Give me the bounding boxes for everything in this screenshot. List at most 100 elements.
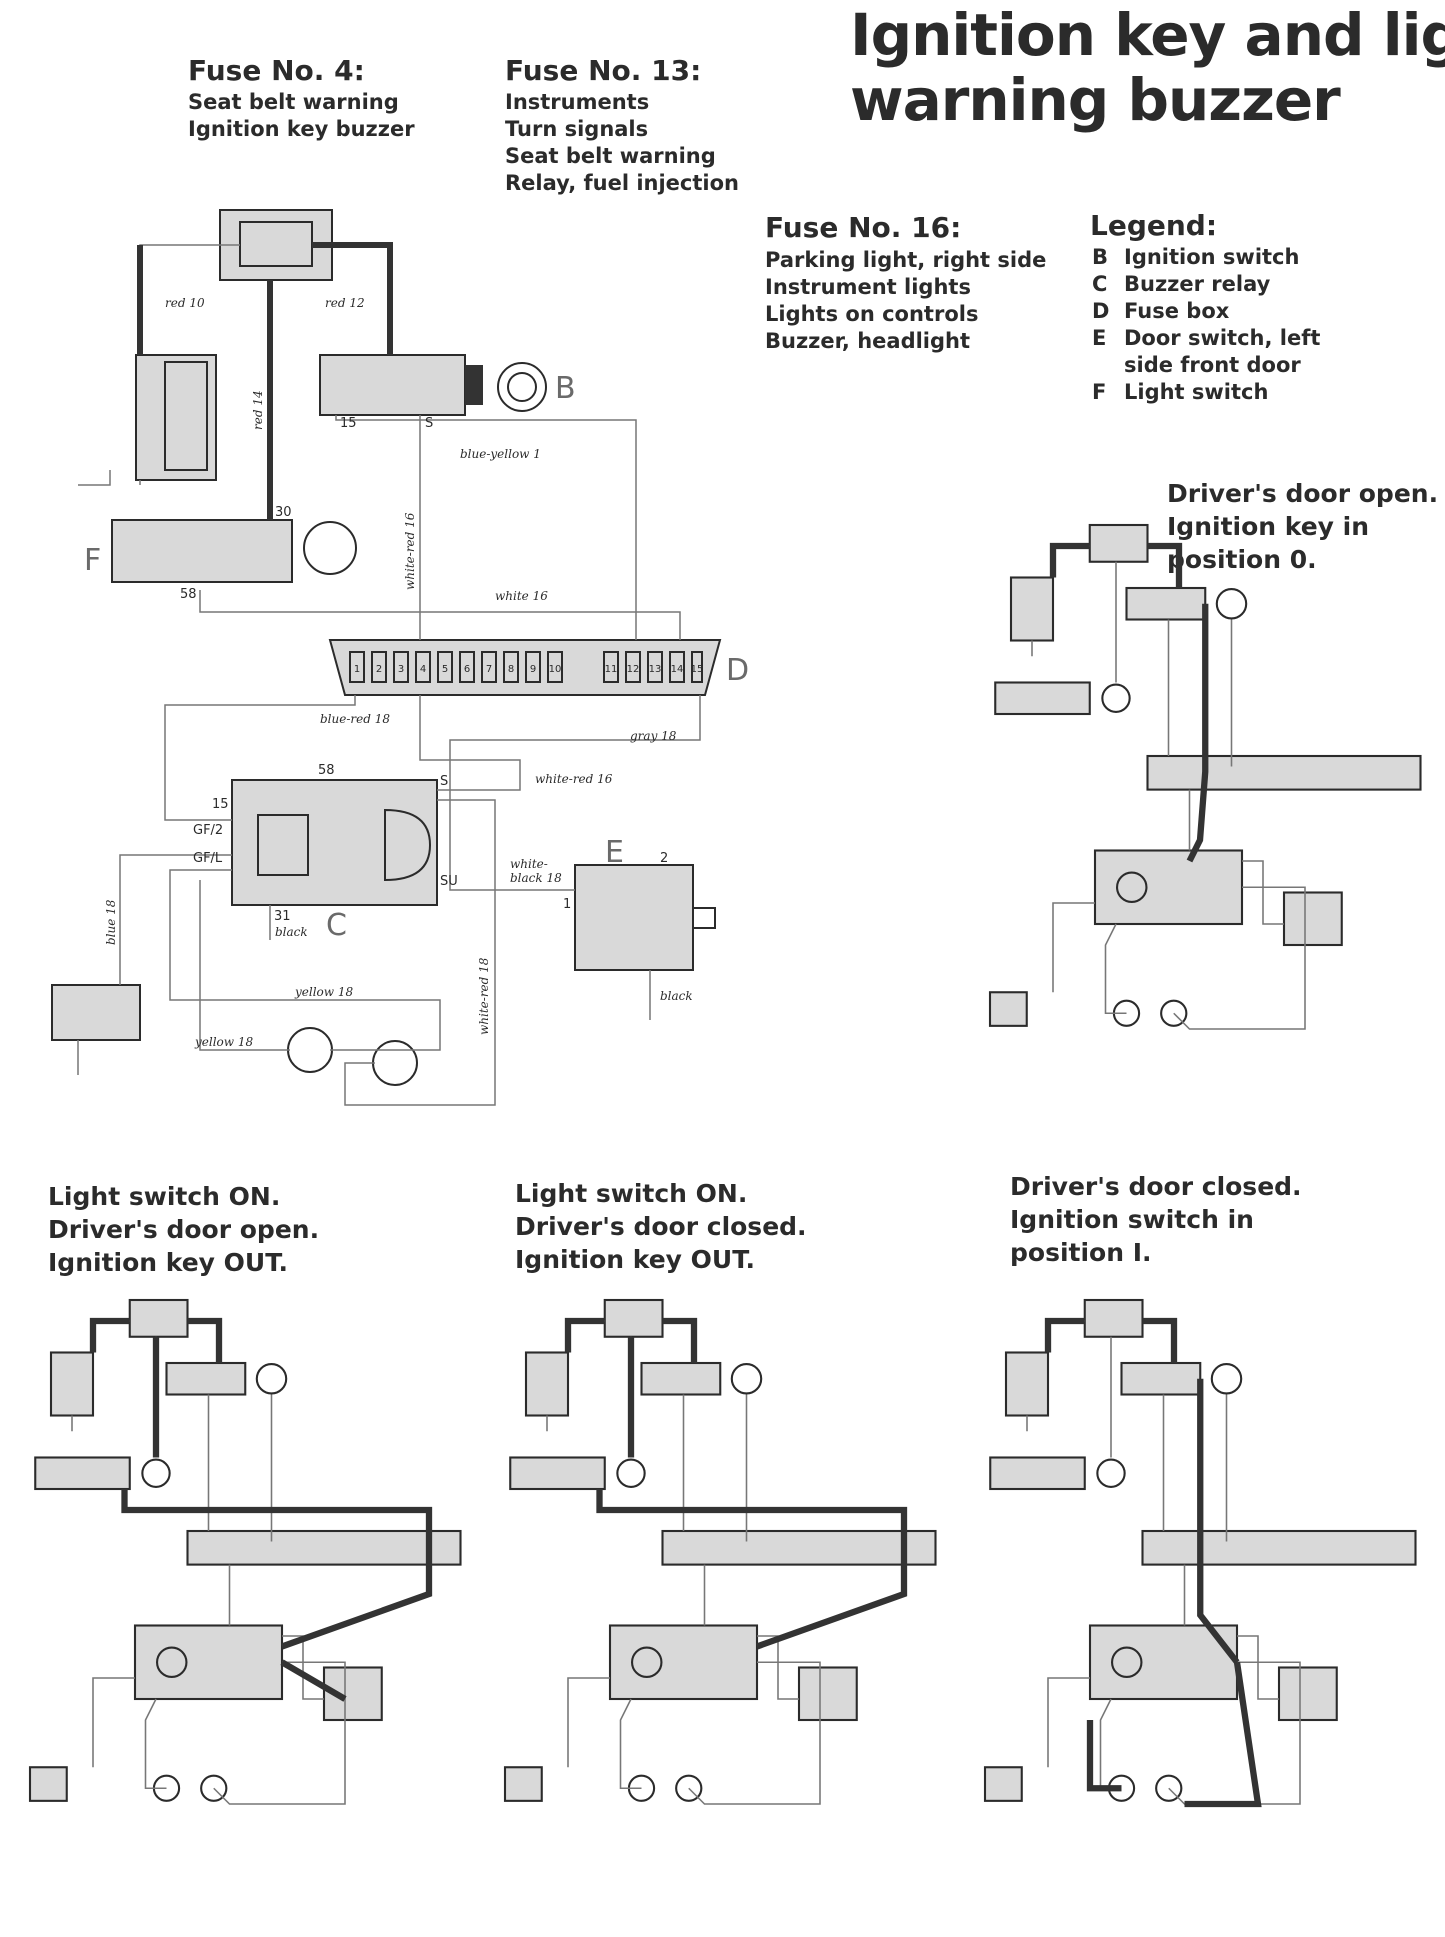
wire-label: red 12 xyxy=(325,296,365,310)
scenario-line: Driver's door open. xyxy=(48,1215,319,1244)
fuse-4-item: Seat belt warning xyxy=(188,90,399,114)
label-f: F xyxy=(84,543,101,578)
fuse-13-item: Relay, fuel injection xyxy=(505,171,739,195)
fuse-13-item: Seat belt warning xyxy=(505,144,716,168)
light-switch-dial-icon xyxy=(303,521,357,575)
door-switch xyxy=(574,864,694,971)
fuse-13-item: Instruments xyxy=(505,90,649,114)
legend-header: Legend: xyxy=(1090,209,1217,242)
fuse-4-block: Fuse No. 4: Seat belt warning Ignition k… xyxy=(188,54,415,141)
scenario-line: Driver's door open. xyxy=(1167,479,1438,508)
warning-lamp-2 xyxy=(372,1040,418,1086)
fuse-16-block: Fuse No. 16: Parking light, right side I… xyxy=(765,211,1046,353)
warning-lamp-1 xyxy=(287,1027,333,1073)
wire-label: yellow 18 xyxy=(294,985,354,999)
scenario-3-caption: Light switch ON. Driver's door closed. I… xyxy=(515,1179,807,1274)
fuse-16-item: Instrument lights xyxy=(765,275,971,299)
wire-label: red 14 xyxy=(251,390,265,430)
scenario-line: Driver's door closed. xyxy=(1010,1172,1302,1201)
terminal-label: 2 xyxy=(660,851,668,866)
scenario-line: Light switch ON. xyxy=(515,1179,747,1208)
wire-label: blue-red 18 xyxy=(320,712,390,726)
terminal-label: GF/L xyxy=(193,851,223,866)
legend-label: Light switch xyxy=(1124,380,1268,404)
ignition-dial-icon xyxy=(497,362,547,412)
buzzer-icon xyxy=(384,808,432,882)
buzzer-relay xyxy=(231,779,438,906)
legend-key: F xyxy=(1092,380,1106,404)
fuse-number: 9 xyxy=(530,664,536,675)
fuse-4-header: Fuse No. 4: xyxy=(188,54,365,87)
terminal-label: S xyxy=(425,416,433,431)
scenario-line: position 0. xyxy=(1167,545,1317,574)
scenario-2-diagram xyxy=(28,1298,462,1806)
fuse-number: 1 xyxy=(354,664,360,675)
fuse-13-block: Fuse No. 13: Instruments Turn signals Se… xyxy=(505,54,739,195)
light-switch xyxy=(111,519,293,583)
legend-label: Fuse box xyxy=(1124,299,1230,323)
fuse-13-item: Turn signals xyxy=(505,117,648,141)
fuse-number: 12 xyxy=(627,664,640,675)
page-title-line2: warning buzzer xyxy=(850,66,1341,134)
terminal-label: SU xyxy=(440,874,458,889)
scenario-line: Ignition key OUT. xyxy=(515,1245,755,1274)
label-c: C xyxy=(326,908,347,943)
scenario-2-caption: Light switch ON. Driver's door open. Ign… xyxy=(48,1182,319,1277)
scenario-4-diagram xyxy=(983,1298,1417,1808)
legend-label: side front door xyxy=(1124,353,1301,377)
terminal-label: 15 xyxy=(212,797,229,812)
fuse-number: 6 xyxy=(464,664,470,675)
legend-key: E xyxy=(1092,326,1106,350)
wire-label: white-red 16 xyxy=(403,512,417,590)
fuse-16-item: Parking light, right side xyxy=(765,248,1046,272)
legend-label: Ignition switch xyxy=(1124,245,1299,269)
fuse-16-item: Buzzer, headlight xyxy=(765,329,970,353)
ignition-key-slot xyxy=(465,365,483,405)
legend-key: C xyxy=(1092,272,1107,296)
terminal-label: 31 xyxy=(274,909,291,924)
fuse-number: 10 xyxy=(549,664,562,675)
fuse-number: 3 xyxy=(398,664,404,675)
scenario-line: position I. xyxy=(1010,1238,1152,1267)
fuse-13-header: Fuse No. 13: xyxy=(505,54,701,87)
legend-key: D xyxy=(1092,299,1109,323)
terminal-label: 15 xyxy=(340,416,357,431)
terminal-label: S xyxy=(440,774,448,789)
scenario-1-diagram xyxy=(988,523,1422,1031)
fuse-number: 2 xyxy=(376,664,382,675)
wire-label: blue-yellow 1 xyxy=(460,447,541,461)
legend-label: Door switch, left xyxy=(1124,326,1320,350)
wire-label: gray 18 xyxy=(630,729,677,743)
fuse-number: 15 xyxy=(691,664,704,675)
terminal-label: 1 xyxy=(563,897,571,912)
fuse-number: 14 xyxy=(671,664,684,675)
seatbelt-switch xyxy=(51,984,141,1041)
fuse-16-header: Fuse No. 16: xyxy=(765,211,961,244)
ignition-dial-inner xyxy=(507,372,537,402)
heavy-wires xyxy=(137,242,393,520)
label-e: E xyxy=(605,835,624,870)
ignition-switch xyxy=(319,354,466,416)
wire-label: yellow 18 xyxy=(194,1035,254,1049)
legend: Legend: B Ignition switch C Buzzer relay… xyxy=(1090,209,1320,404)
relay-coil xyxy=(257,814,309,876)
terminal-label: GF/2 xyxy=(193,823,223,838)
scenario-line: Light switch ON. xyxy=(48,1182,280,1211)
wire-label: white-red 18 xyxy=(477,957,491,1035)
fuse-16-item: Lights on controls xyxy=(765,302,978,326)
wire-label: white-red 16 xyxy=(535,772,613,786)
fuse-4-item: Ignition key buzzer xyxy=(188,117,415,141)
terminal-label: 30 xyxy=(275,505,292,520)
legend-key: B xyxy=(1092,245,1108,269)
fuse-number: 4 xyxy=(420,664,426,675)
terminal-label: 58 xyxy=(318,763,335,778)
legend-label: Buzzer relay xyxy=(1124,272,1271,296)
scenario-line: Ignition key in xyxy=(1167,512,1369,541)
wire-label: blue 18 xyxy=(104,899,118,945)
battery xyxy=(135,354,217,481)
wire-label: white 16 xyxy=(495,589,548,603)
scenario-line: Driver's door closed. xyxy=(515,1212,807,1241)
